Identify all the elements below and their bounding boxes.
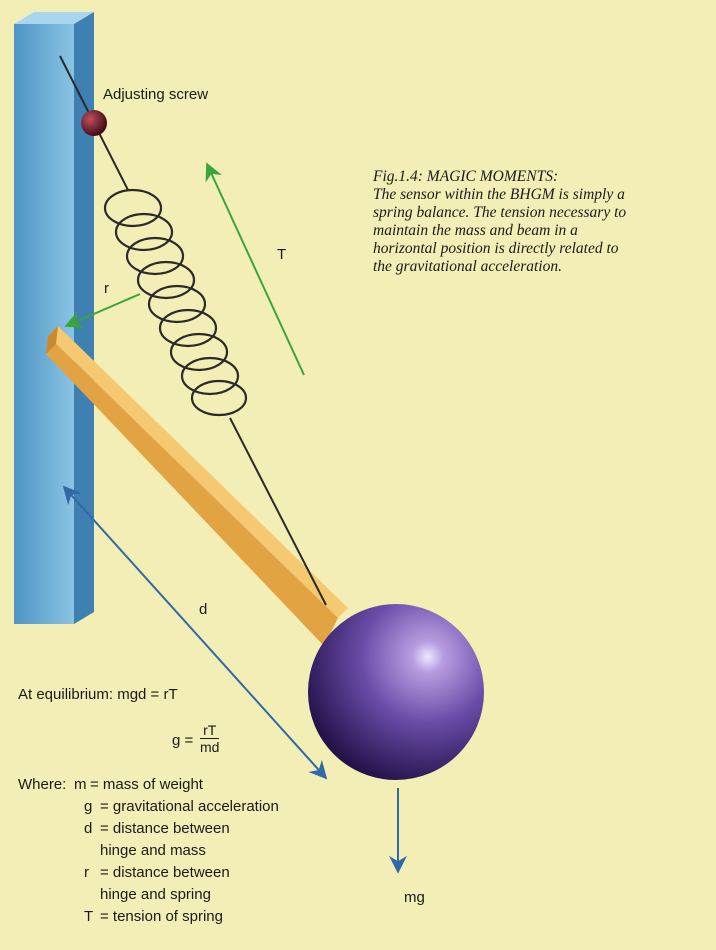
g-equals: g = — [172, 732, 194, 749]
r-arrow — [64, 293, 141, 328]
legend-symbol: g — [84, 798, 93, 815]
fraction-numerator: rT — [200, 722, 220, 739]
legend-symbol: T — [84, 908, 94, 925]
g-fraction: rT md — [200, 722, 220, 755]
caption-line: the gravitational acceleration. — [373, 258, 562, 275]
adjusting-screw — [81, 110, 107, 136]
fraction-denominator: md — [200, 739, 220, 755]
caption-title: Fig.1.4: MAGIC MOMENTS: — [373, 168, 559, 185]
tension-label: T — [277, 246, 287, 263]
legend-symbol: m — [74, 776, 87, 793]
legend-description: = distance between — [100, 864, 230, 881]
legend-where: Where: — [18, 776, 67, 793]
adjusting-screw-label: Adjusting screw — [103, 86, 209, 103]
caption-line: maintain the mass and beam in a — [373, 222, 578, 239]
legend-description: = mass of weight — [90, 776, 203, 793]
figure-caption: Fig.1.4: MAGIC MOMENTS: The sensor withi… — [373, 168, 716, 276]
legend-description: hinge and spring — [100, 886, 211, 903]
legend-description: = tension of spring — [100, 908, 223, 925]
caption-line: horizontal position is directly related … — [373, 240, 619, 257]
tension-arrow — [205, 162, 305, 376]
mg-label: mg — [404, 889, 425, 906]
legend-description: hinge and mass — [100, 842, 206, 859]
equilibrium-equation: At equilibrium: mgd = rT — [18, 686, 178, 703]
coil-spring — [103, 188, 248, 417]
legend-symbol: r — [84, 864, 89, 881]
legend-symbol: d — [84, 820, 93, 837]
caption-line: The sensor within the BHGM is simply a — [373, 186, 625, 203]
legend-description: = gravitational acceleration — [100, 798, 279, 815]
mass-sphere — [308, 604, 484, 780]
legend-description: = distance between — [100, 820, 230, 837]
d-label: d — [199, 601, 208, 618]
caption-line: spring balance. The tension necessary to — [373, 204, 627, 221]
r-label: r — [104, 280, 109, 297]
d-arrow — [62, 485, 328, 780]
